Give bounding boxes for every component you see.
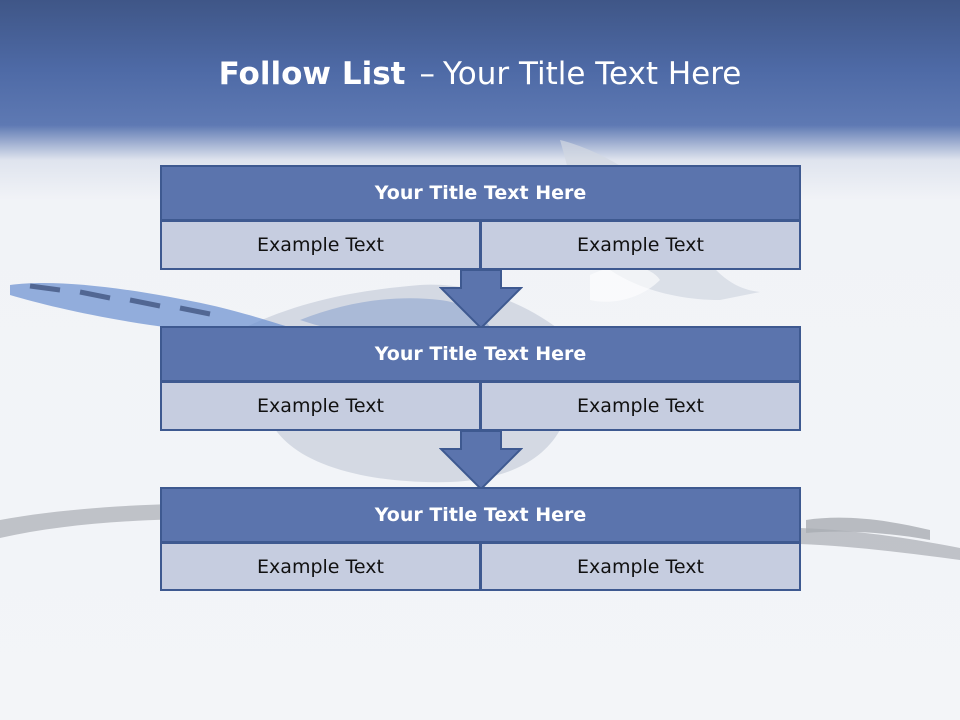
title-rest-part: Your Title Text Here — [442, 56, 742, 92]
block-item-right: Example Text — [481, 382, 801, 431]
block-item-left: Example Text — [160, 221, 481, 270]
block-row: Example Text Example Text — [160, 221, 801, 270]
list-block-1: Your Title Text Here Example Text Exampl… — [160, 165, 801, 270]
slide-title: Follow List–Your Title Text Here — [0, 56, 960, 92]
block-row: Example Text Example Text — [160, 382, 801, 431]
block-title: Your Title Text Here — [160, 165, 801, 221]
down-arrow-icon — [439, 269, 523, 330]
title-bold-part: Follow List — [218, 56, 406, 92]
block-item-right: Example Text — [481, 543, 801, 591]
block-item-left: Example Text — [160, 543, 481, 591]
block-item-right: Example Text — [481, 221, 801, 270]
list-block-2: Your Title Text Here Example Text Exampl… — [160, 326, 801, 431]
block-row: Example Text Example Text — [160, 543, 801, 591]
block-title: Your Title Text Here — [160, 487, 801, 543]
block-item-left: Example Text — [160, 382, 481, 431]
list-block-3: Your Title Text Here Example Text Exampl… — [160, 487, 801, 591]
title-separator: – — [419, 56, 435, 92]
down-arrow-icon — [439, 430, 523, 491]
block-title: Your Title Text Here — [160, 326, 801, 382]
